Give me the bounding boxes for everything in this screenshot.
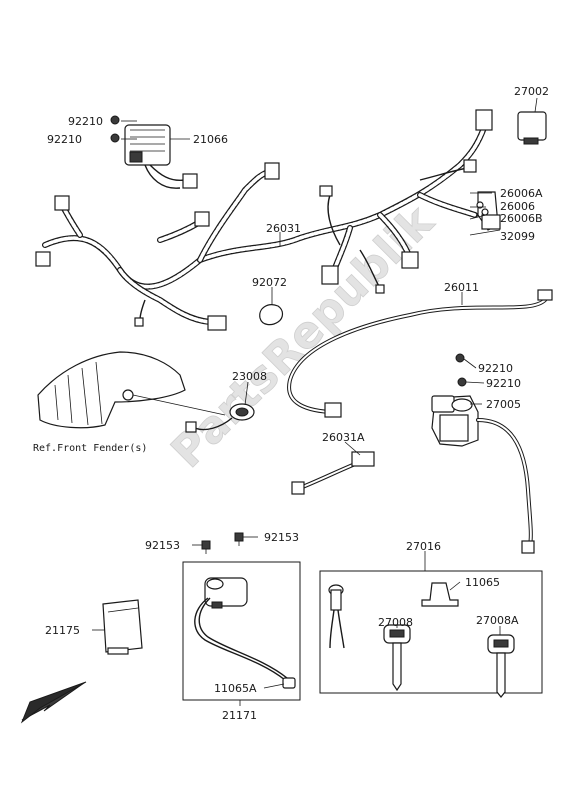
callout-11065A: 11065A (214, 682, 257, 695)
key-27008[interactable] (383, 624, 411, 692)
front-direction-arrow (20, 681, 87, 724)
callout-92072: 92072 (252, 276, 287, 289)
ignition-coil-21171[interactable] (194, 577, 296, 689)
cable-26011[interactable] (287, 289, 553, 418)
key-cap-11065[interactable] (421, 582, 459, 607)
callout-26031A: 26031A (322, 431, 365, 444)
ignition-switch-27005[interactable] (431, 353, 535, 554)
callout-27002: 27002 (514, 85, 549, 98)
key-set-box (319, 570, 543, 694)
relay-27002[interactable] (517, 111, 547, 145)
callout-26006A: 26006A (500, 187, 543, 200)
screw-92153-right[interactable] (234, 532, 244, 546)
regulator-21066[interactable] (124, 124, 198, 189)
reference-front-fender: Ref.Front Fender(s) (33, 443, 147, 454)
callout-26006: 26006 (500, 200, 535, 213)
nut-92210-second[interactable] (110, 133, 120, 143)
callout-27005: 27005 (486, 398, 521, 411)
coil-group-box (182, 561, 301, 701)
callout-92210-d: 92210 (486, 377, 521, 390)
callout-21175: 21175 (45, 624, 80, 637)
callout-11065: 11065 (465, 576, 500, 589)
cdi-unit-21175[interactable] (102, 599, 143, 655)
lead-26031A[interactable] (291, 451, 375, 495)
key-27008A[interactable] (487, 634, 515, 698)
callout-27008: 27008 (378, 616, 413, 629)
fender-taillight (37, 351, 226, 429)
screw-92153-left[interactable] (201, 540, 211, 554)
callout-21066: 21066 (193, 133, 228, 146)
callout-27016: 27016 (406, 540, 441, 553)
callout-92153-a: 92153 (145, 539, 180, 552)
clamp-92072[interactable] (259, 304, 284, 326)
bracket-32099[interactable] (476, 191, 501, 231)
callout-27008A: 27008A (476, 614, 519, 627)
callout-26006B: 26006B (500, 212, 543, 225)
callout-92153-b: 92153 (264, 531, 299, 544)
main-harness-26031[interactable] (35, 109, 493, 331)
callout-26011: 26011 (444, 281, 479, 294)
callout-92210-b: 92210 (47, 133, 82, 146)
nut-92210-top[interactable] (110, 115, 120, 125)
callout-23008: 23008 (232, 370, 267, 383)
callout-92210-a: 92210 (68, 115, 103, 128)
callout-92210-c: 92210 (478, 362, 513, 375)
callout-32099: 32099 (500, 230, 535, 243)
leader-lines (92, 97, 538, 706)
callout-21171: 21171 (222, 709, 257, 722)
key-cylinder-27016[interactable] (328, 584, 345, 649)
lamp-socket-23008[interactable] (185, 403, 255, 433)
callout-26031: 26031 (266, 222, 301, 235)
